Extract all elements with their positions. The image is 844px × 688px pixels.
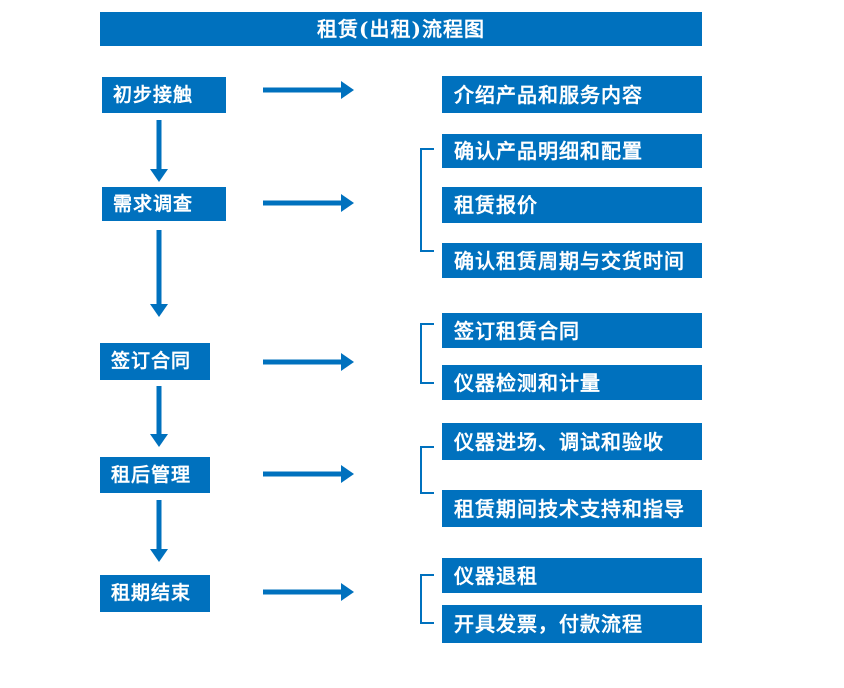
output-box-tech-support: 租赁期间技术支持和指导 [442, 490, 702, 527]
arrow-shaft [156, 120, 162, 169]
arrow-head [341, 465, 354, 483]
arrow-shaft [263, 471, 341, 477]
arrow-shaft [263, 87, 341, 93]
arrow-head [341, 81, 354, 99]
down-arrow-icon-1 [150, 120, 168, 182]
output-box-instrument-setup: 仪器进场、调试和验收 [442, 423, 702, 460]
right-arrow-icon-3 [263, 353, 354, 371]
step-box-initial-contact: 初步接触 [102, 77, 226, 113]
arrow-shaft [263, 359, 341, 365]
output-box-instrument-return: 仪器退租 [442, 558, 702, 593]
arrow-head [341, 194, 354, 212]
output-box-instrument-testing: 仪器检测和计量 [442, 365, 702, 400]
output-box-invoice-payment: 开具发票，付款流程 [442, 605, 702, 643]
group-bracket-demand-survey [420, 148, 434, 252]
diagram-title: 租赁(出租)流程图 [100, 12, 702, 46]
group-bracket-post-rental [420, 446, 434, 494]
step-box-demand-survey: 需求调查 [102, 187, 226, 221]
arrow-head [150, 169, 168, 182]
output-box-confirm-period: 确认租赁周期与交货时间 [442, 243, 702, 278]
arrow-shaft [156, 386, 162, 434]
right-arrow-icon-1 [263, 81, 354, 99]
arrow-head [341, 353, 354, 371]
arrow-head [150, 304, 168, 317]
down-arrow-icon-3 [150, 386, 168, 447]
step-box-sign-contract: 签订合同 [100, 343, 210, 380]
arrow-shaft [263, 589, 341, 595]
down-arrow-icon-2 [150, 230, 168, 317]
down-arrow-icon-4 [150, 500, 168, 562]
arrow-shaft [156, 500, 162, 549]
output-box-introduce-products: 介绍产品和服务内容 [442, 76, 702, 113]
arrow-shaft [263, 200, 341, 206]
output-box-rental-quote: 租赁报价 [442, 187, 702, 223]
step-box-post-rental-management: 租后管理 [100, 457, 210, 493]
right-arrow-icon-4 [263, 465, 354, 483]
arrow-shaft [156, 230, 162, 304]
arrow-head [150, 549, 168, 562]
arrow-head [150, 434, 168, 447]
output-box-sign-rental-contract: 签订租赁合同 [442, 313, 702, 348]
arrow-head [341, 583, 354, 601]
group-bracket-lease-end [420, 574, 434, 624]
step-box-lease-end: 租期结束 [100, 575, 210, 612]
output-box-confirm-details: 确认产品明细和配置 [442, 134, 702, 168]
right-arrow-icon-5 [263, 583, 354, 601]
group-bracket-sign-contract [420, 323, 434, 384]
right-arrow-icon-2 [263, 194, 354, 212]
